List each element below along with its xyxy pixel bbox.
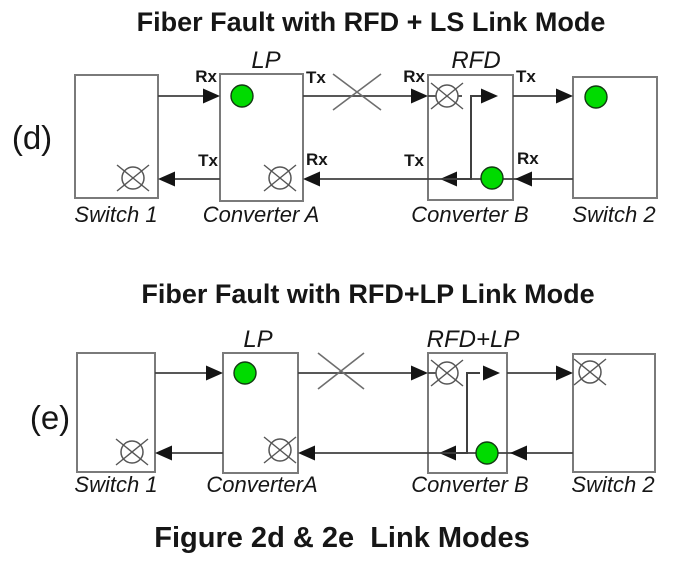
diagram-e-index-label: (e) <box>30 399 70 436</box>
arrowhead-into-sw2-e <box>556 365 573 381</box>
cb-rx-bottom-label-d: Rx <box>517 149 539 168</box>
no-signal-indicator-cb-e <box>430 359 464 387</box>
diagram-d-index-label: (d) <box>12 119 52 156</box>
converter-a-mode-label-d: LP <box>251 47 280 74</box>
signal-ok-led-cb-e <box>475 441 499 465</box>
signal-ok-led-cb-d <box>480 166 504 190</box>
arrowhead-into-cb-rx-bottom-e <box>510 445 527 461</box>
no-signal-indicator-sw2-e <box>573 358 607 386</box>
no-signal-indicator-ca-e <box>263 436 297 464</box>
fiber-fault-x-d <box>332 73 382 111</box>
arrowhead-into-ca-rx-d <box>203 88 220 104</box>
arrowhead-into-ca-rx-bottom-d <box>303 171 320 187</box>
arrowhead-into-sw1-d <box>158 171 175 187</box>
converter-a-label-d: Converter A <box>203 202 320 227</box>
ca-rx-top-label-d: Rx <box>195 67 217 86</box>
ca-tx-bottom-label-d: Tx <box>198 151 218 170</box>
converter-a-mode-label-e: LP <box>243 326 272 353</box>
switch1-label-e: Switch 1 <box>74 472 157 497</box>
diagram-e: Fiber Fault with RFD+LP Link Mode (e) <box>30 279 656 497</box>
converter-a-label-e: ConverterA <box>206 472 317 497</box>
ca-rx-bottom-label-d: Rx <box>306 150 328 169</box>
switch2-box-e <box>572 353 656 473</box>
arrowhead-into-ca-rx-bottom-e <box>298 445 315 461</box>
cb-tx-top-label-d: Tx <box>516 67 536 86</box>
switch1-label-d: Switch 1 <box>74 202 157 227</box>
arrowhead-into-sw2-d <box>556 88 573 104</box>
signal-ok-led-sw2-d <box>584 85 608 109</box>
switch2-label-d: Switch 2 <box>572 202 655 227</box>
diagram-d: Fiber Fault with RFD + LS Link Mode (d) <box>12 7 658 227</box>
converter-b-label-e: Converter B <box>411 472 528 497</box>
arrowhead-into-cb-rx-bottom-d <box>515 171 532 187</box>
switch2-label-e: Switch 2 <box>571 472 654 497</box>
diagram-d-title: Fiber Fault with RFD + LS Link Mode <box>137 7 606 37</box>
no-signal-indicator-cb-d <box>430 82 464 110</box>
no-signal-indicator-ca-d <box>263 164 297 192</box>
signal-ok-led-ca-e <box>233 361 257 385</box>
arrowhead-into-ca-rx-e <box>206 365 223 381</box>
ca-tx-top-label-d: Tx <box>306 68 326 87</box>
converter-b-mode-label-d: RFD <box>451 47 500 74</box>
converter-b-label-d: Converter B <box>411 202 528 227</box>
no-signal-indicator-sw1-e <box>115 438 149 466</box>
arrowhead-into-cb-rx-e <box>411 365 428 381</box>
converter-b-mode-label-e: RFD+LP <box>427 326 520 353</box>
diagram-e-title: Fiber Fault with RFD+LP Link Mode <box>141 279 594 309</box>
cb-tx-bottom-label-d: Tx <box>404 151 424 170</box>
cb-rx-top-label-d: Rx <box>403 67 425 86</box>
figure-caption: Figure 2d & 2e Link Modes <box>154 522 529 554</box>
fiber-fault-x-e <box>317 352 365 390</box>
arrowhead-into-cb-rx-d <box>411 88 428 104</box>
switch1-box-d <box>74 74 159 199</box>
no-signal-indicator-sw1-d <box>116 164 150 192</box>
signal-ok-led-ca-d <box>230 84 254 108</box>
arrowhead-into-sw1-e <box>155 445 172 461</box>
